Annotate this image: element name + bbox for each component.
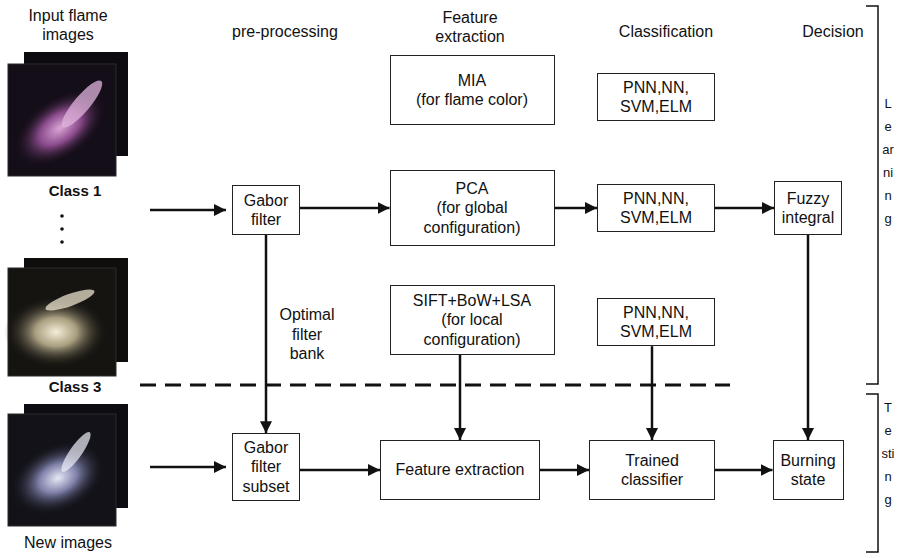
- column-heading: Feature extraction: [424, 8, 516, 46]
- box-text: PNN,NN, SVM,ELM: [604, 303, 708, 341]
- column-heading: Input flame images: [12, 6, 124, 44]
- box-text: MIA: [397, 71, 548, 90]
- process-box: PNN,NN, SVM,ELM: [597, 298, 715, 346]
- ellipsis-dot: [60, 227, 64, 231]
- process-box: Gabor filter subset: [232, 433, 300, 501]
- box-text: (for global configuration): [397, 198, 548, 236]
- flow-arrow: [459, 355, 462, 440]
- flame-glow: [0, 74, 120, 183]
- image-label: New images: [8, 533, 128, 552]
- box-text: Trained classifier: [596, 451, 708, 489]
- ellipsis-dot: [60, 214, 64, 218]
- process-box: PNN,NN, SVM,ELM: [597, 73, 715, 121]
- process-box: PNN,NN, SVM,ELM: [597, 184, 715, 232]
- box-text: PCA: [397, 179, 548, 198]
- input-arrow: [150, 209, 226, 212]
- class-label: Class 3: [30, 378, 120, 396]
- column-heading: Decision: [793, 22, 873, 41]
- process-box: SIFT+BoW+LSA(for local configuration): [390, 285, 555, 355]
- ellipsis-dot: [60, 240, 64, 244]
- flow-arrow: [715, 207, 774, 210]
- flame-streak: [57, 76, 108, 132]
- flow-arrow: [807, 235, 810, 440]
- column-heading: Classification: [601, 22, 731, 41]
- column-heading: pre-processing: [210, 22, 360, 41]
- flow-arrow: [651, 346, 654, 440]
- box-text: (for local configuration): [397, 310, 548, 348]
- phase-label: Testing: [882, 396, 895, 511]
- box-text: PNN,NN, SVM,ELM: [604, 78, 708, 116]
- box-text: SIFT+BoW+LSA: [397, 291, 548, 310]
- phase-bracket: [866, 394, 878, 552]
- flow-arrow: [715, 469, 773, 472]
- phase-label: Learning: [882, 92, 895, 230]
- flow-arrow: [300, 469, 380, 472]
- flame-glow: [0, 426, 118, 530]
- class-label: Class 1: [30, 182, 120, 200]
- phase-separator: [140, 384, 730, 387]
- input-arrow: [150, 466, 226, 469]
- process-box: MIA(for flame color): [390, 55, 555, 125]
- flow-arrow: [265, 235, 268, 433]
- flow-arrow: [300, 207, 390, 210]
- box-text: Burning state: [780, 451, 837, 489]
- process-box: Feature extraction: [380, 440, 540, 500]
- flame-streak: [44, 285, 97, 314]
- process-box: Gabor filter: [232, 185, 300, 235]
- process-box: Trained classifier: [589, 440, 715, 500]
- box-text: Gabor filter subset: [239, 438, 293, 496]
- edge-label: Optimal filter bank: [274, 304, 340, 364]
- box-text: Feature extraction: [387, 460, 533, 479]
- process-box: Fuzzy integral: [774, 181, 842, 235]
- process-box: PCA(for global configuration): [390, 170, 555, 246]
- flame-streak: [57, 429, 94, 475]
- process-box: Burning state: [773, 440, 844, 500]
- box-text: PNN,NN, SVM,ELM: [604, 189, 708, 227]
- phase-bracket: [866, 6, 878, 384]
- flow-arrow: [540, 469, 589, 472]
- flow-arrow: [555, 207, 598, 210]
- box-text: Gabor filter: [239, 191, 293, 229]
- box-text: Fuzzy integral: [781, 189, 835, 227]
- box-text: (for flame color): [397, 90, 548, 109]
